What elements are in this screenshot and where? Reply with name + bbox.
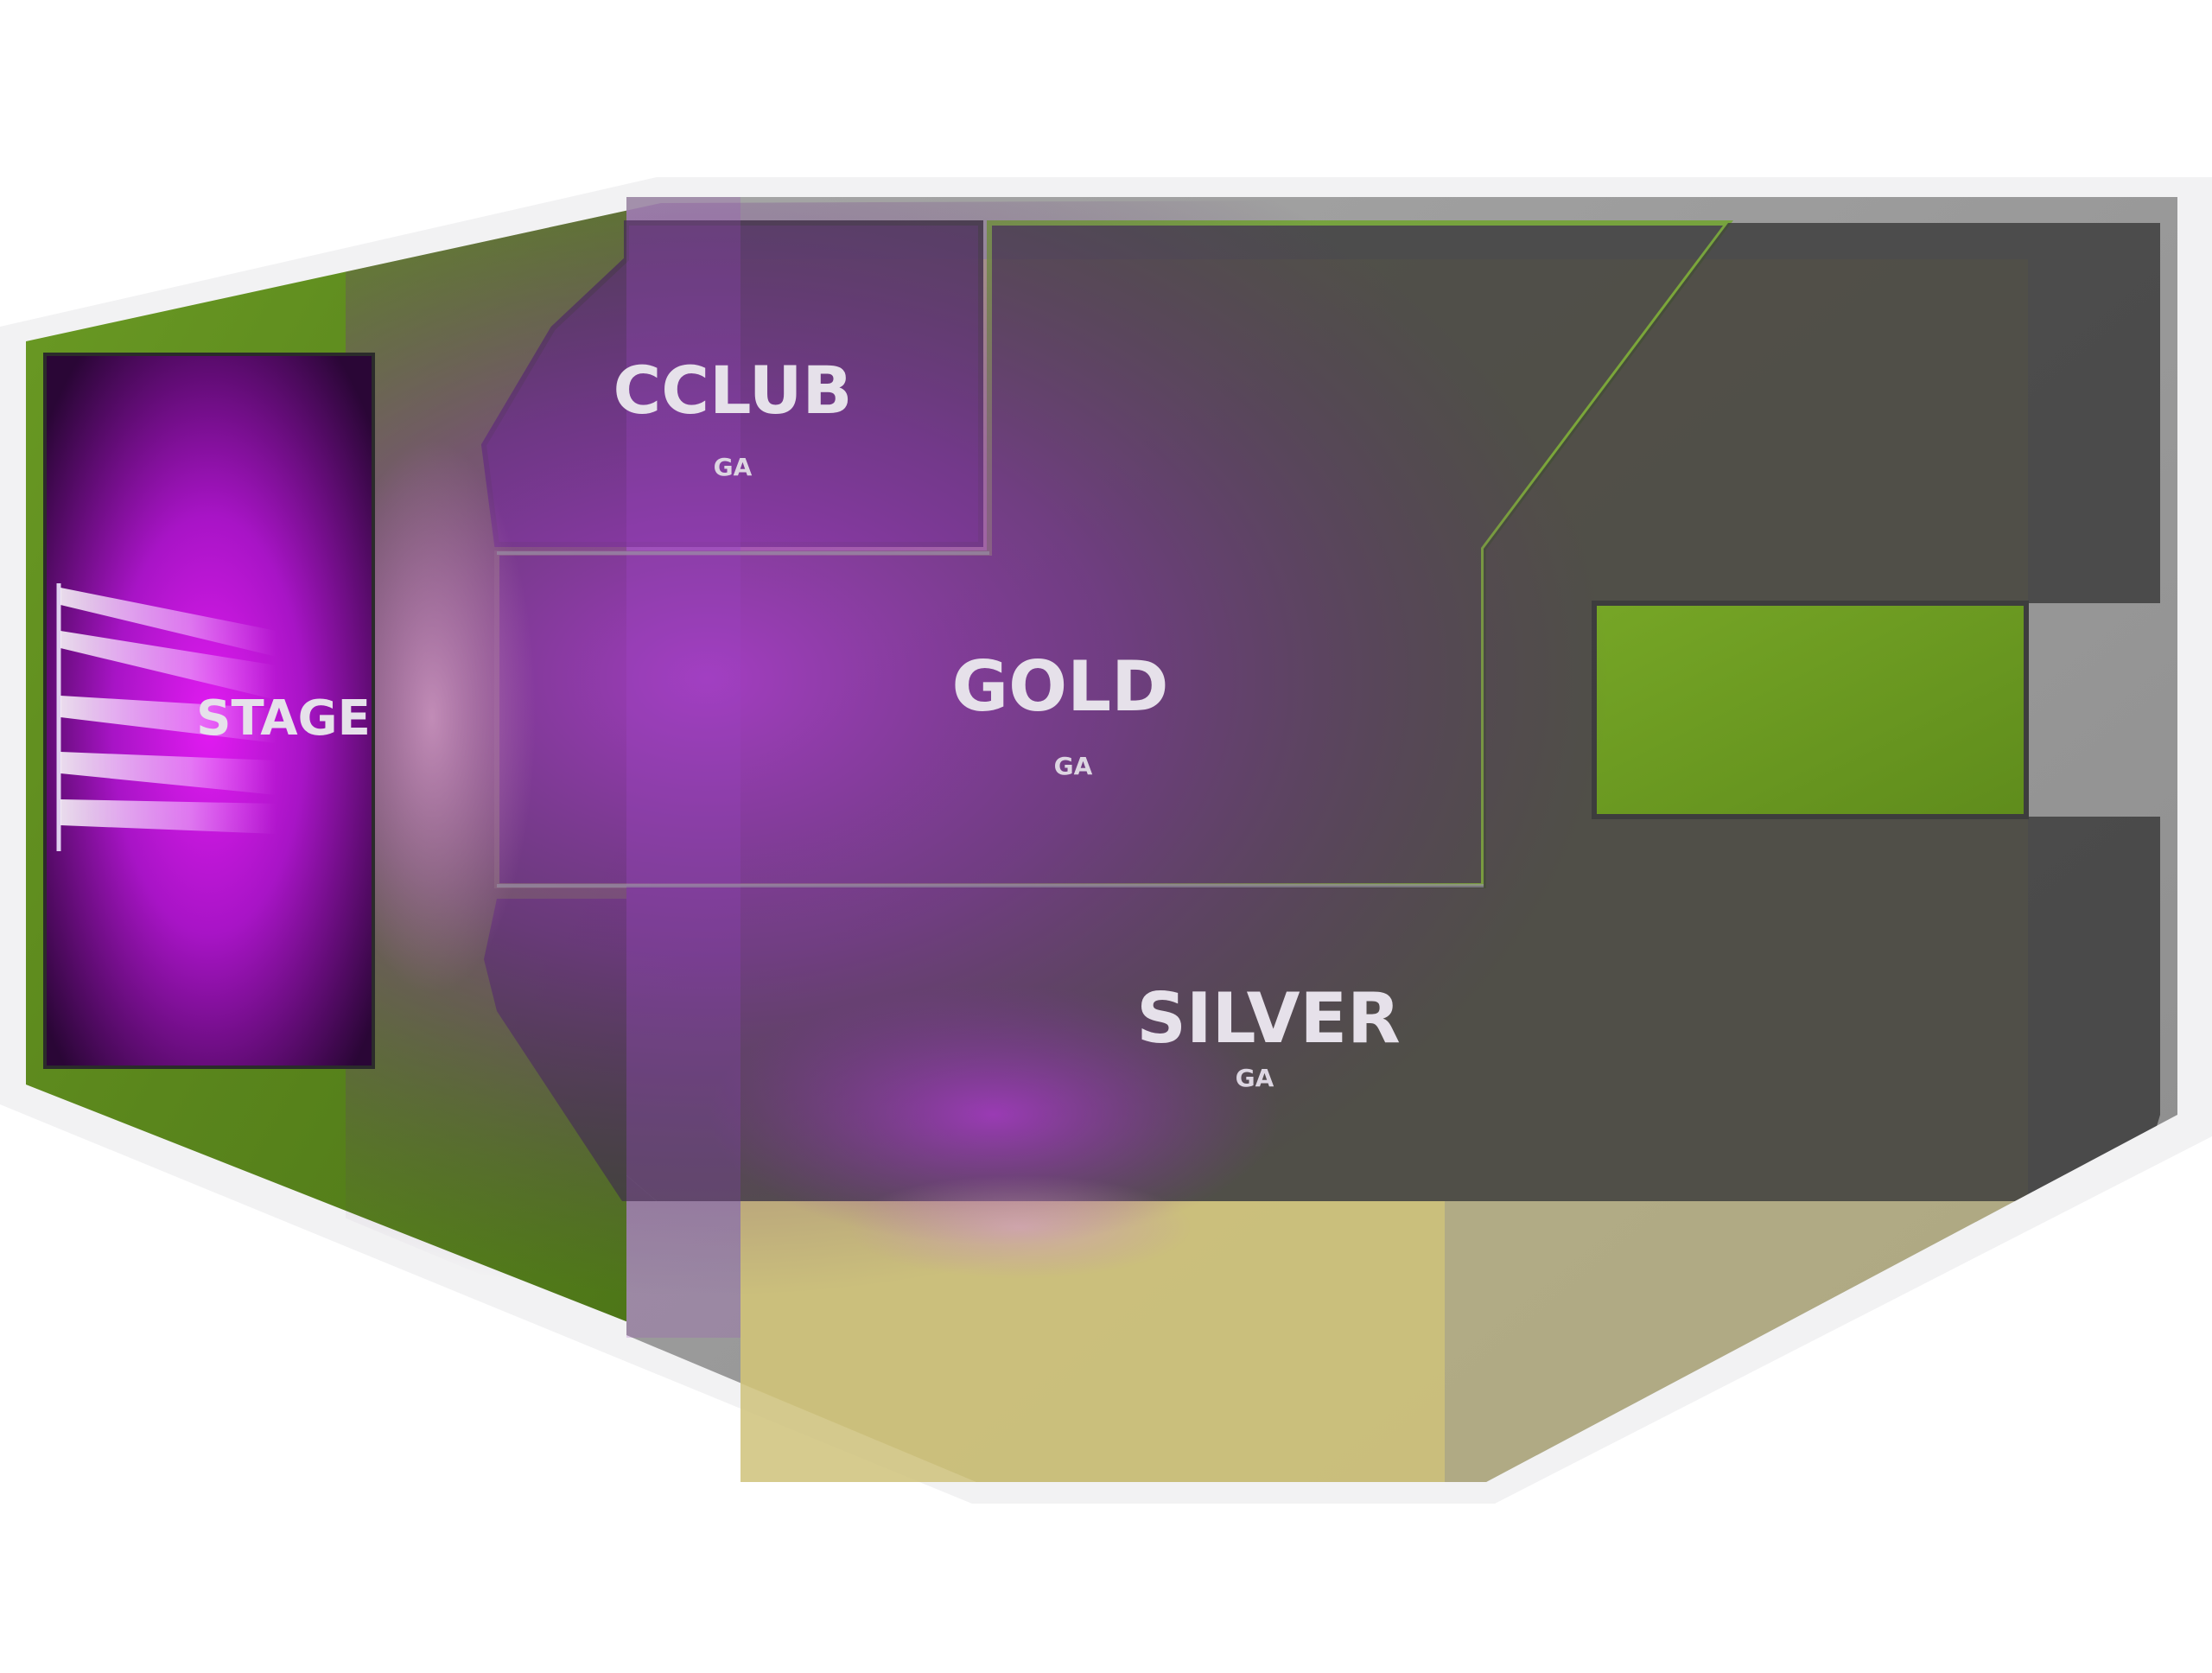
silver-sublabel: GA [1236, 1064, 1274, 1092]
light-column [626, 197, 741, 1338]
gold-sublabel: GA [1054, 752, 1093, 780]
cclub-sublabel: GA [714, 453, 753, 481]
bottom-glow [709, 985, 1279, 1244]
stage-label: STAGE [196, 690, 371, 747]
stage-light-beams [60, 588, 276, 834]
pink-haze [328, 441, 536, 994]
silver-label: SILVER [1136, 978, 1401, 1059]
gold-label: GOLD [951, 646, 1168, 727]
stage[interactable]: STAGE [43, 353, 375, 1069]
cclub-label: CCLUB [613, 352, 853, 429]
pink-lower-haze [847, 1175, 1192, 1279]
